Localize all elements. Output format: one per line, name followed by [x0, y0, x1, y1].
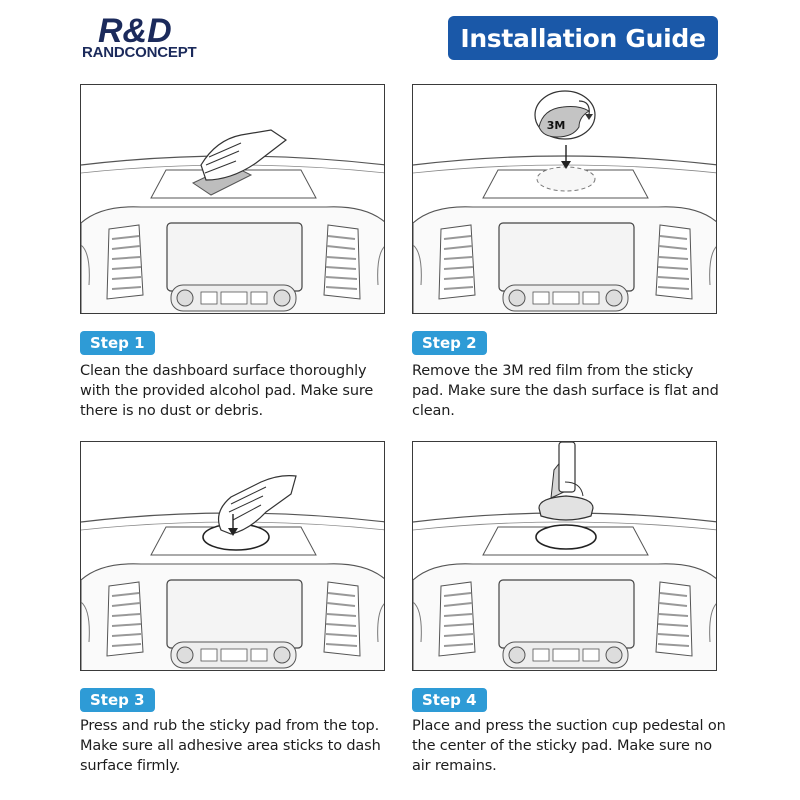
sticky-pad	[535, 524, 597, 550]
step-4-text: Place and press the suction cup pedestal…	[412, 718, 726, 774]
3m-pad-icon: 3M	[534, 90, 596, 140]
pad-label: 3M	[547, 119, 566, 132]
dashboard-drawing	[413, 155, 716, 313]
step-2-illustration: 3M	[412, 84, 717, 314]
step-2-text: Remove the 3M red film from the sticky p…	[412, 363, 719, 419]
step-3-badge: Step 3	[80, 688, 155, 712]
rd-logo-icon: R&D	[98, 12, 172, 48]
step-4-badge: Step 4	[412, 688, 487, 712]
step-2-badge: Step 2	[412, 331, 487, 355]
step-4-illustration	[412, 441, 717, 671]
step-3-text: Press and rub the sticky pad from the to…	[80, 718, 381, 774]
step-1-badge: Step 1	[80, 331, 155, 355]
pad-target-outline	[536, 166, 596, 192]
brand-logo: R&D	[82, 12, 212, 62]
brand-name: RANDCONCEPT	[82, 44, 197, 61]
suction-cup-pedestal-icon	[538, 442, 594, 521]
step-1-text: Clean the dashboard surface thoroughly w…	[80, 363, 374, 419]
hand-pressing-icon	[218, 475, 297, 535]
step-3-illustration	[80, 441, 385, 671]
step-1-illustration	[80, 84, 385, 314]
hand-wiping-icon	[191, 129, 288, 196]
page-title: Installation Guide	[448, 16, 718, 60]
logo-mark: R&D	[98, 12, 172, 48]
dashboard-drawing	[81, 512, 384, 670]
